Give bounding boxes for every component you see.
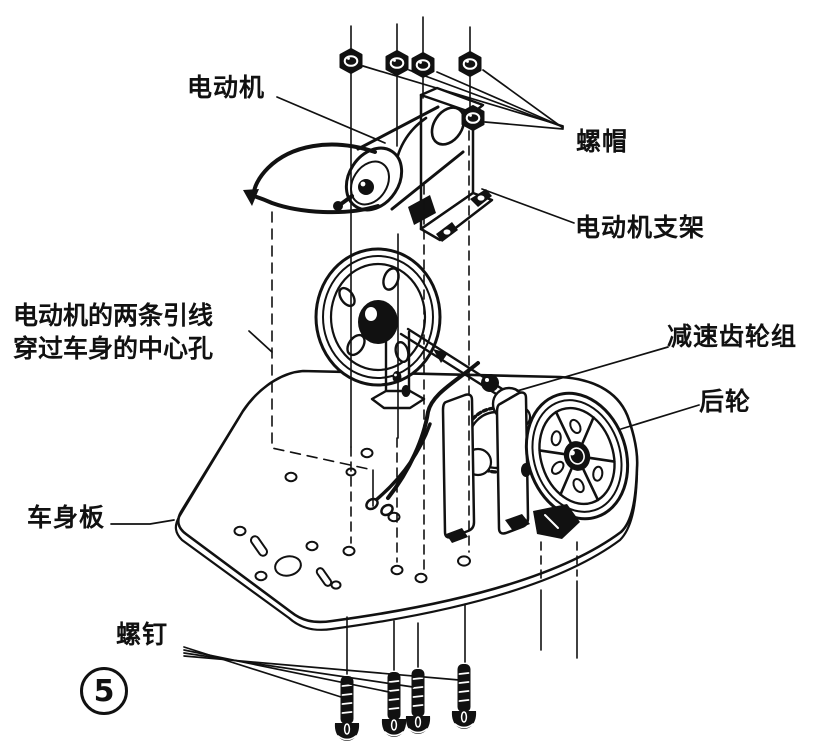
lead-wire-drawing [365,361,480,517]
wire-note-line1: 电动机的两条引线 [13,301,214,330]
leader-motor [276,96,386,144]
label-wire-note: 电动机的两条引线 穿过车身的中心孔 [13,299,213,365]
leader-motor-bracket [481,188,575,224]
leader-nuts [362,65,564,130]
label-nuts: 螺帽 [576,127,629,156]
pulley-assembly-drawing [314,247,509,410]
label-rear-wheel: 后轮 [699,387,752,416]
wire-note-line2: 穿过车身的中心孔 [13,334,214,363]
leader-body-plate [110,519,175,525]
label-motor-bracket: 电动机支架 [575,213,706,242]
alignment-lines [271,16,578,675]
label-screws: 螺钉 [116,620,169,649]
gearbox-drawing [441,374,551,543]
leader-lines [110,65,700,698]
leader-rear-wheel [620,404,700,430]
leader-gear-set [516,346,669,392]
label-body-plate: 车身板 [27,503,106,532]
rear-wheel-drawing [505,391,630,539]
label-motor: 电动机 [187,73,266,102]
leader-screws [183,646,460,698]
leader-wire-note [248,330,273,353]
figure-number: 5 [93,673,115,709]
label-gear-set: 减速齿轮组 [667,322,798,351]
motor-drawing [333,105,466,225]
figure-number-badge: 5 [80,667,128,715]
